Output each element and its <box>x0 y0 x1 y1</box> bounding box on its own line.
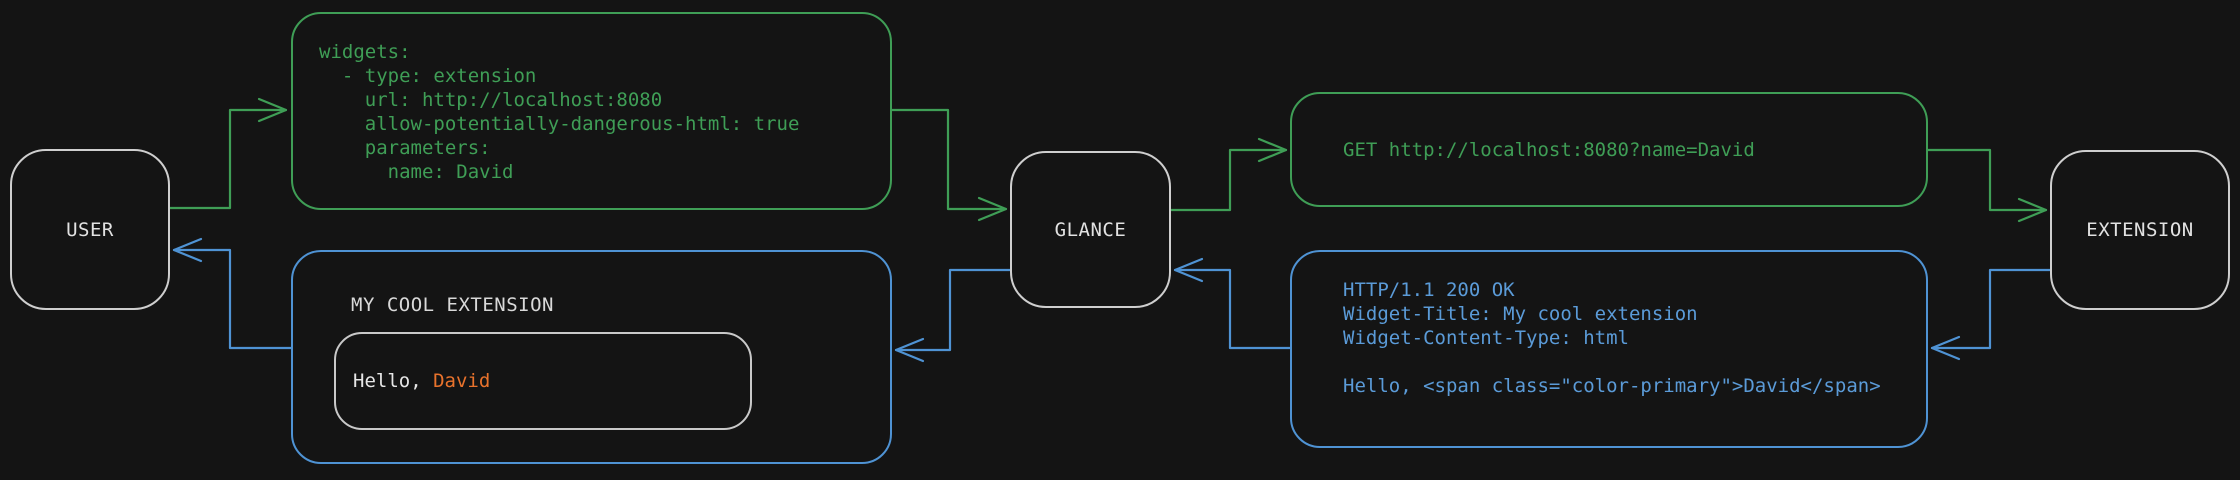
greeting-name: David <box>433 370 491 392</box>
connector-request-to-extension <box>1926 148 2048 223</box>
connector-user-to-config <box>168 97 288 210</box>
node-extension: EXTENSION <box>2050 150 2230 310</box>
http-request-code: GET http://localhost:8080?name=David <box>1343 138 1755 161</box>
widget-title: MY COOL EXTENSION <box>351 294 554 316</box>
rendered-widget-box: MY COOL EXTENSION Hello, David <box>291 250 892 464</box>
yaml-config-box: widgets: - type: extension url: http://l… <box>291 12 892 210</box>
connector-response-to-glance <box>1173 257 1292 350</box>
connector-glance-to-request <box>1169 137 1288 212</box>
node-user: USER <box>10 149 170 310</box>
http-response-code: HTTP/1.1 200 OK Widget-Title: My cool ex… <box>1343 279 1881 397</box>
connector-extension-to-response <box>1930 268 2052 361</box>
node-glance-label: GLANCE <box>1054 218 1127 241</box>
node-extension-label: EXTENSION <box>2086 219 2194 241</box>
node-user-label: USER <box>66 218 114 241</box>
connector-widget-to-user <box>172 237 293 350</box>
greeting-prefix: Hello, <box>353 370 434 392</box>
http-response-box: HTTP/1.1 200 OK Widget-Title: My cool ex… <box>1290 250 1928 448</box>
node-glance: GLANCE <box>1010 151 1171 308</box>
widget-greeting-panel: Hello, David <box>334 332 752 430</box>
widget-greeting: Hello, David <box>353 369 490 393</box>
connector-glance-to-widget <box>894 268 1012 363</box>
connector-config-to-glance <box>890 108 1008 222</box>
http-request-box: GET http://localhost:8080?name=David <box>1290 92 1928 207</box>
yaml-config-code: widgets: - type: extension url: http://l… <box>319 41 800 183</box>
